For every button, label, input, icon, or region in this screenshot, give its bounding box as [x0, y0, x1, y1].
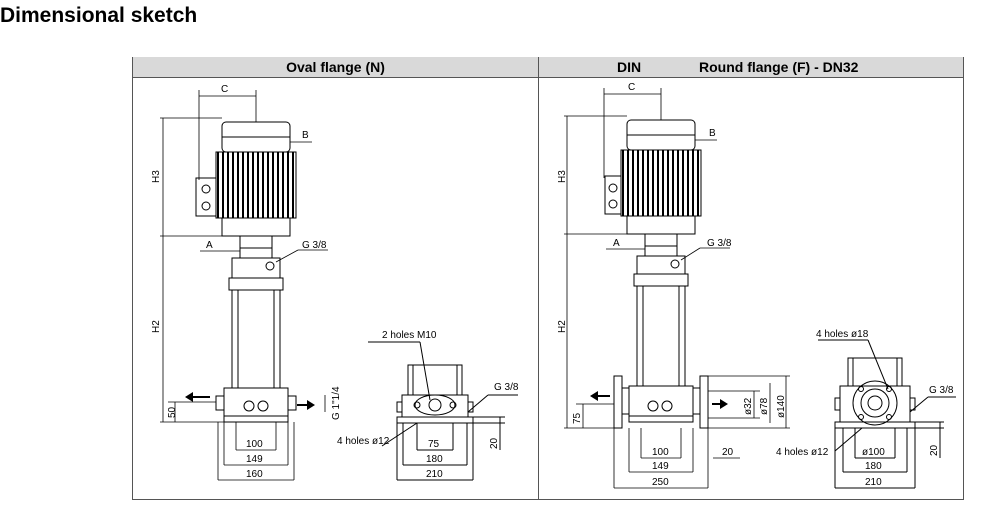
label-4holes-18: 4 holes ø18	[816, 329, 869, 340]
dim-c-left: C	[221, 84, 228, 95]
dim-75-right: 75	[572, 412, 583, 424]
left-dimensions	[160, 90, 328, 481]
label-4holes-12-right: 4 holes ø12	[776, 447, 829, 458]
header-din: DIN	[617, 59, 642, 75]
right-dimensions	[564, 88, 790, 489]
label-g38-side-left: G 3/8	[494, 382, 519, 393]
dim-250-right: 250	[652, 477, 669, 488]
dim-h3-left: H3	[151, 170, 162, 183]
dim-phi100-right: ø100	[862, 447, 885, 458]
dim-b-left: B	[302, 130, 309, 141]
dim-h2-left: H2	[151, 320, 162, 333]
dim-149-right: 149	[652, 461, 669, 472]
right-pump	[604, 119, 709, 429]
dim-c-right: C	[628, 82, 635, 93]
dim-20-left: 20	[489, 437, 500, 449]
label-g114: G 1"1/4	[331, 386, 342, 420]
dim-75-left: 75	[428, 439, 440, 450]
label-g38-top-right: G 3/8	[707, 238, 732, 249]
terminal-box-right	[604, 175, 622, 215]
dim-phi32: ø32	[743, 397, 754, 415]
dim-20-right-b: 20	[929, 444, 940, 456]
dim-h3-right: H3	[557, 170, 568, 183]
right-side-view	[818, 339, 956, 489]
dim-phi78: ø78	[759, 397, 770, 415]
terminal-box	[195, 177, 217, 217]
dim-180-left: 180	[426, 454, 443, 465]
flow-arrow-left-right-panel-icon	[590, 391, 610, 401]
page-title: Dimensional sketch	[0, 4, 198, 27]
dim-100-left: 100	[246, 439, 263, 450]
left-pump	[195, 121, 297, 423]
flow-arrow-right-icon	[297, 400, 315, 410]
label-4holes-12-left: 4 holes ø12	[337, 436, 390, 447]
dim-h2-right: H2	[557, 320, 568, 333]
dim-20-right-a: 20	[722, 447, 734, 458]
flow-arrow-left-icon	[185, 392, 210, 402]
dim-50-left: 50	[167, 406, 178, 418]
left-side-view	[368, 341, 518, 481]
dim-210-right: 210	[865, 477, 882, 488]
header-round-flange: Round flange (F) - DN32	[699, 59, 859, 75]
dim-180-right: 180	[865, 461, 882, 472]
dim-160-left: 160	[246, 469, 263, 480]
dim-phi140: ø140	[776, 395, 787, 418]
dim-a-left: A	[206, 240, 213, 251]
flow-arrow-right-right-panel-icon	[712, 399, 728, 409]
dim-a-right: A	[613, 238, 620, 249]
dim-149-left: 149	[246, 454, 263, 465]
panel-divider	[538, 57, 539, 500]
dim-b-right: B	[709, 128, 716, 139]
dim-100-right: 100	[652, 447, 669, 458]
dim-210-left: 210	[426, 469, 443, 480]
motor-body-right	[620, 149, 702, 217]
header-oval-flange: Oval flange (N)	[133, 57, 538, 78]
motor-body	[215, 151, 297, 219]
header-right: DIN Round flange (F) - DN32	[539, 57, 963, 78]
label-g38-side-right: G 3/8	[929, 385, 954, 396]
label-2holes-m10: 2 holes M10	[382, 330, 437, 341]
label-g38-top-left: G 3/8	[302, 240, 327, 251]
